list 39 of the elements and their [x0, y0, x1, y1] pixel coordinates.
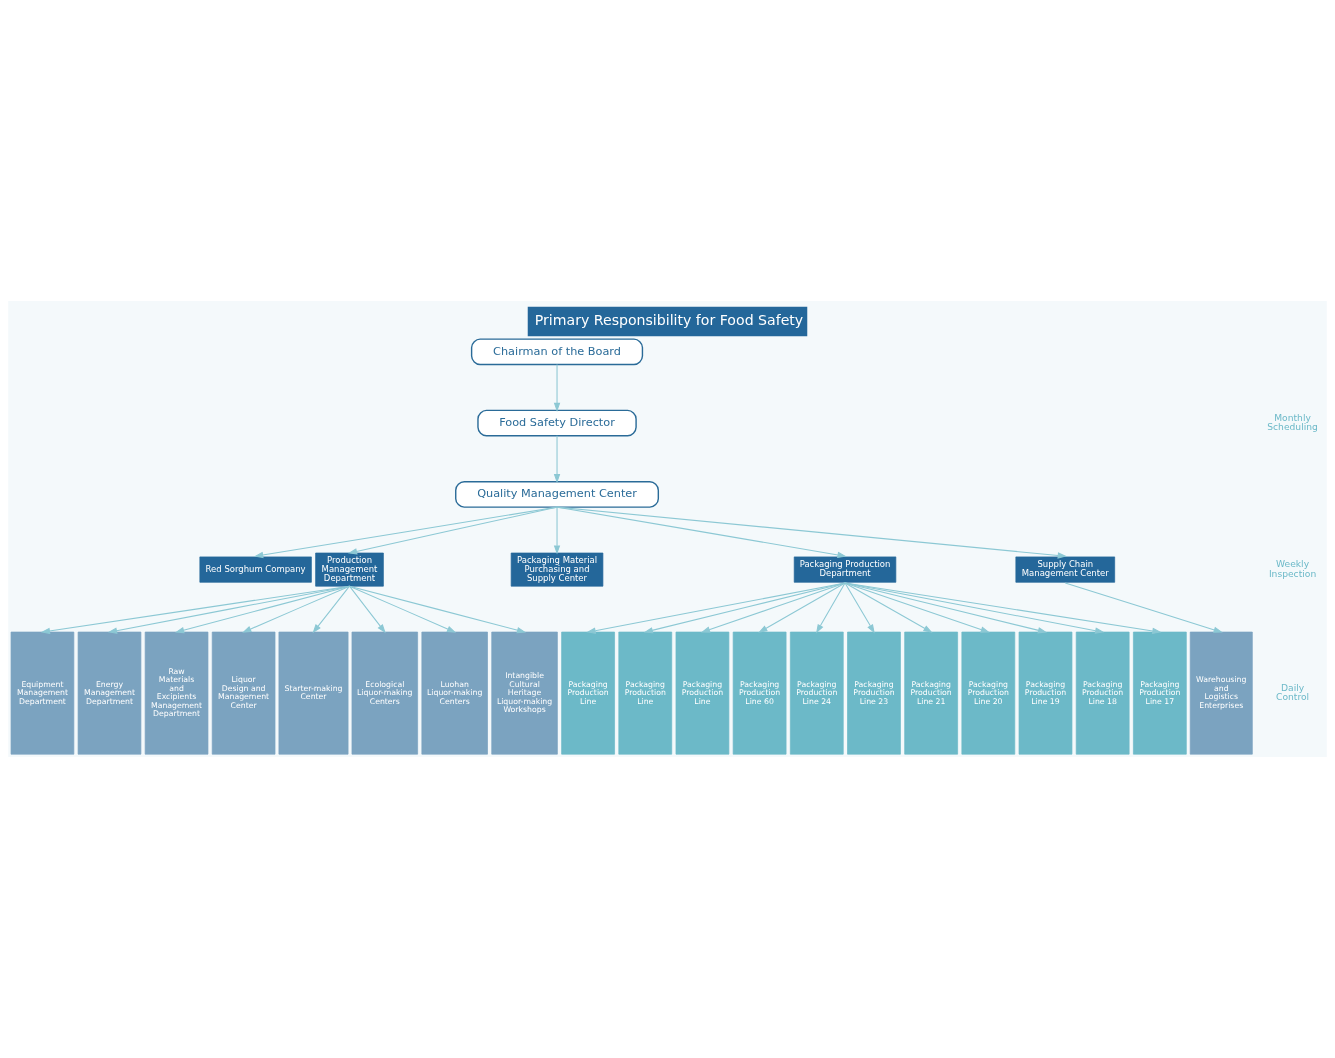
arrow: [758, 582, 846, 633]
node-box: Chairman of the Board: [470, 338, 644, 366]
arrow: [844, 582, 1105, 634]
diagram-title: Primary Responsibility for Food Safety: [534, 312, 804, 328]
arrow: [844, 582, 933, 633]
arrow: [553, 435, 561, 484]
arrow: [348, 585, 527, 634]
arrow: [556, 506, 1067, 559]
arrow: [553, 506, 561, 555]
arrow: [844, 582, 1162, 635]
arrow: [40, 585, 351, 635]
arrow: [844, 582, 1048, 634]
arrow: [844, 582, 875, 634]
arrow: [347, 506, 558, 555]
node-box: Red Sorghum Company: [199, 556, 312, 583]
node-box: Supply Chain Management Center: [1015, 556, 1116, 583]
arrow: [348, 585, 386, 634]
node-box: Packaging Production Department: [793, 556, 897, 583]
node-box: Packaging Material Purchasing and Supply Center: [510, 552, 604, 587]
node-box: Production Management Department: [315, 552, 384, 587]
arrow: [254, 506, 558, 559]
arrow: [553, 364, 561, 412]
arrow: [586, 582, 846, 634]
arrow: [816, 582, 846, 634]
arrow: [700, 582, 846, 633]
arrow: [107, 585, 351, 634]
arrow: [175, 585, 351, 634]
label: Daily Control: [1276, 681, 1310, 703]
arrow: [348, 585, 457, 633]
arrow: [556, 506, 847, 559]
arrow: [1064, 582, 1223, 633]
label: Weekly Inspection: [1268, 558, 1317, 579]
label: Monthly Scheduling: [1267, 411, 1318, 433]
node-box: Food Safety Director: [477, 409, 637, 437]
arrow: [844, 582, 990, 633]
arrow: [242, 585, 351, 633]
arrow: [312, 585, 351, 634]
node-box: Quality Management Center: [455, 481, 660, 508]
arrow: [643, 582, 846, 634]
